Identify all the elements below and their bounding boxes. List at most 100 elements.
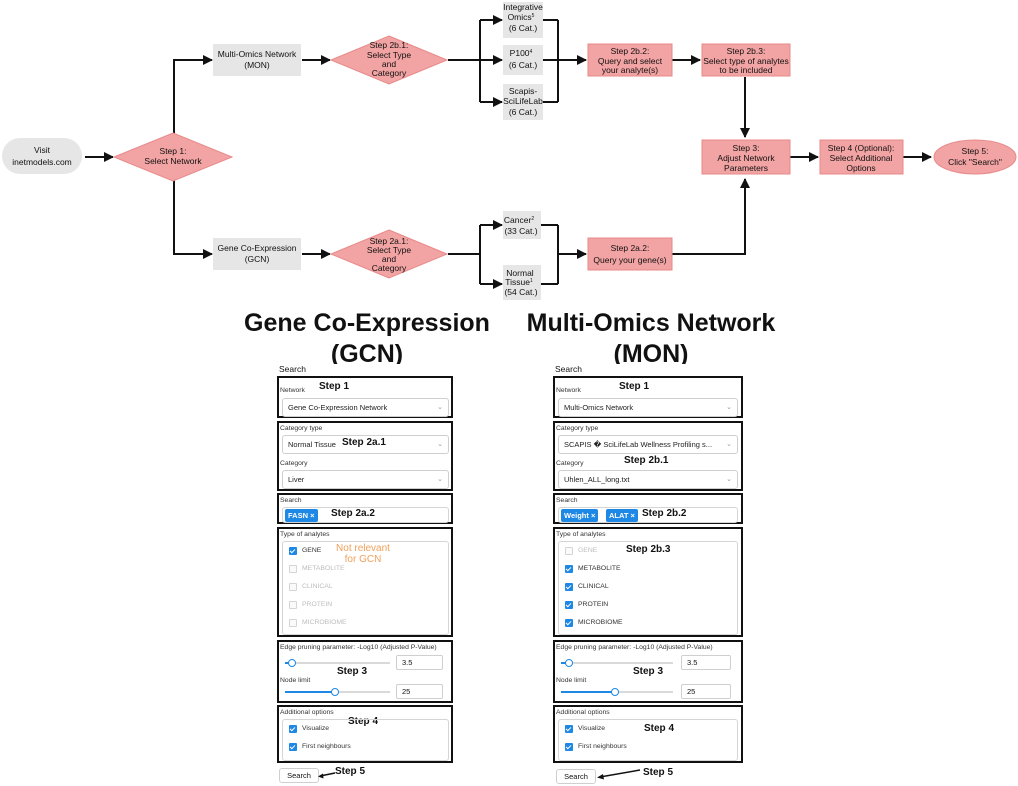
cat-integrative-line-3: (6 Cat.) xyxy=(509,23,538,33)
chevron-down-icon: ⌄ xyxy=(726,404,732,411)
mon-search-input[interactable]: Weight × ALAT × xyxy=(558,507,738,523)
option-label: Visualize xyxy=(578,725,606,732)
mon-category-select[interactable]: Uhlen_ALL_long.txt ⌄ xyxy=(558,470,738,489)
gcn-network-select[interactable]: Gene Co-Expression Network ⌄ xyxy=(282,398,449,417)
cat-normal-line-1: Normal xyxy=(506,268,534,278)
mon-category-type-label: Category type xyxy=(556,425,599,432)
mon-search-section: Search Weight × ALAT × Step 2b.2 xyxy=(553,493,743,524)
mon-node-input[interactable]: 25 xyxy=(681,684,731,699)
gcn-category-normal-tissue: Normal Tissue1 (54 Cat.) xyxy=(503,265,541,300)
cat-integrative-line-2: Omics5 xyxy=(508,12,535,22)
mon-category-integrative: Integrative Omics5 (6 Cat.) xyxy=(503,2,543,38)
step5-node: Step 5: Click "Search" xyxy=(933,139,1017,175)
slider-handle[interactable] xyxy=(331,688,339,696)
mon-node-slider[interactable] xyxy=(561,688,673,696)
mon-step2b2-annotation: Step 2b.2 xyxy=(642,508,687,519)
slider-handle[interactable] xyxy=(288,659,296,667)
mon-node: Multi-Omics Network (MON) xyxy=(213,44,301,76)
analyte-label: CLINICAL xyxy=(302,583,333,590)
slider-handle[interactable] xyxy=(565,659,573,667)
mon-edge-input[interactable]: 3.5 xyxy=(681,655,731,670)
gcn-edge-input[interactable]: 3.5 xyxy=(396,655,443,670)
step2b2-label-1: Step 2b.2: xyxy=(611,46,650,56)
mon-chip-alat[interactable]: ALAT × xyxy=(606,509,638,522)
step2b3-label-2: Select type of analytes xyxy=(703,56,789,66)
chip-label: FASN xyxy=(288,511,309,520)
gcn-category-select[interactable]: Liver ⌄ xyxy=(282,470,449,489)
gcn-analytes-label: Type of analytes xyxy=(280,531,330,538)
analyte-label: METABOLITE xyxy=(578,565,621,572)
mon-step5-annotation: Step 5 xyxy=(643,767,674,778)
gcn-title-line-2: (GCN) xyxy=(330,340,404,368)
mon-step2b3-annotation: Step 2b.3 xyxy=(626,544,671,555)
step3-label-3: Parameters xyxy=(724,163,768,173)
mon-options-box: Visualize First neighbours xyxy=(558,719,738,761)
gcn-node-input[interactable]: 25 xyxy=(396,684,443,699)
close-icon[interactable]: × xyxy=(590,511,596,520)
gcn-network-label: Network xyxy=(280,387,305,394)
gcn-not-relevant-annotation: Not relevant for GCN xyxy=(329,543,397,565)
analyte-label: PROTEIN xyxy=(578,601,609,608)
gcn-edge-slider[interactable] xyxy=(285,659,390,667)
gcn-chip-fasn[interactable]: FASN × xyxy=(285,509,318,522)
mon-edge-slider[interactable] xyxy=(561,659,673,667)
checkbox[interactable] xyxy=(289,547,297,555)
gcn-options-section: Additional options Step 4 Visualize Firs… xyxy=(277,705,453,763)
checkbox[interactable] xyxy=(565,725,573,733)
close-icon[interactable]: × xyxy=(630,511,635,520)
mon-step4-annotation: Step 4 xyxy=(644,723,675,734)
mon-chip-weight[interactable]: Weight × xyxy=(561,509,599,522)
mon-network-label: Network xyxy=(556,387,581,394)
gcn-step3-annotation: Step 3 xyxy=(337,666,368,677)
gcn-label-1: Gene Co-Expression xyxy=(218,243,297,253)
step2a1-label-3: and xyxy=(382,254,396,264)
gcn-search-button[interactable]: Search xyxy=(279,768,319,783)
mon-search-button[interactable]: Search xyxy=(556,769,596,784)
cat-scapis-line-1: Scapis- xyxy=(509,86,538,96)
checkbox xyxy=(289,619,297,627)
checkbox[interactable] xyxy=(565,565,573,573)
step3-label-2: Adjust Network xyxy=(717,153,775,163)
option-label: First neighbours xyxy=(578,743,627,750)
gcn-label-2: (GCN) xyxy=(245,254,270,264)
gcn-search-input[interactable]: FASN × xyxy=(282,507,449,523)
chevron-down-icon: ⌄ xyxy=(437,404,443,411)
gcn-step2a2-annotation: Step 2a.2 xyxy=(331,508,375,519)
checkbox[interactable] xyxy=(565,619,573,627)
flow-connectors xyxy=(85,15,932,289)
analyte-label: GENE xyxy=(302,547,322,554)
slider-handle[interactable] xyxy=(611,688,619,696)
mon-category-type-select[interactable]: SCAPIS � SciLifeLab Wellness Profiling s… xyxy=(558,435,738,454)
checkbox[interactable] xyxy=(565,601,573,609)
mon-network-select[interactable]: Multi-Omics Network ⌄ xyxy=(558,398,738,417)
step4-label-3: Options xyxy=(846,163,875,173)
mon-step1-annotation: Step 1 xyxy=(619,381,650,392)
step2a2-label-1: Step 2a.2: xyxy=(611,243,650,253)
step2b1-node: Step 2b.1: Select Type and Category xyxy=(329,35,449,85)
gcn-node: Gene Co-Expression (GCN) xyxy=(213,238,301,270)
mon-step2b1-annotation: Step 2b.1 xyxy=(624,455,669,466)
analyte-label: GENE xyxy=(578,547,598,554)
checkbox[interactable] xyxy=(565,583,573,591)
gcn-search-header: Search xyxy=(279,364,306,374)
gcn-edge-label: Edge pruning parameter: -Log10 (Adjusted… xyxy=(280,644,437,651)
gcn-category-type-select[interactable]: Normal Tissue ⌄ xyxy=(282,435,449,454)
chip-label: ALAT xyxy=(609,511,629,520)
gcn-category-label: Category xyxy=(280,460,308,467)
gcn-search-label: Search xyxy=(280,497,302,504)
step2b3-label-1: Step 2b.3: xyxy=(727,46,766,56)
checkbox[interactable] xyxy=(289,743,297,751)
mon-label-1: Multi-Omics Network xyxy=(218,49,297,59)
step2b1-label-4: Category xyxy=(372,68,407,78)
not-relevant-line-1: Not relevant xyxy=(336,543,390,554)
checkbox xyxy=(289,583,297,591)
checkbox[interactable] xyxy=(289,725,297,733)
step5-label-1: Step 5: xyxy=(962,146,989,156)
checkbox[interactable] xyxy=(565,743,573,751)
close-icon[interactable]: × xyxy=(310,511,315,520)
checkbox xyxy=(565,547,573,555)
mon-options-section: Additional options Step 4 Visualize Firs… xyxy=(553,705,743,763)
mon-analytes-label: Type of analytes xyxy=(556,531,606,538)
step2a2-label-2: Query your gene(s) xyxy=(593,255,666,265)
gcn-node-slider[interactable] xyxy=(285,688,390,696)
